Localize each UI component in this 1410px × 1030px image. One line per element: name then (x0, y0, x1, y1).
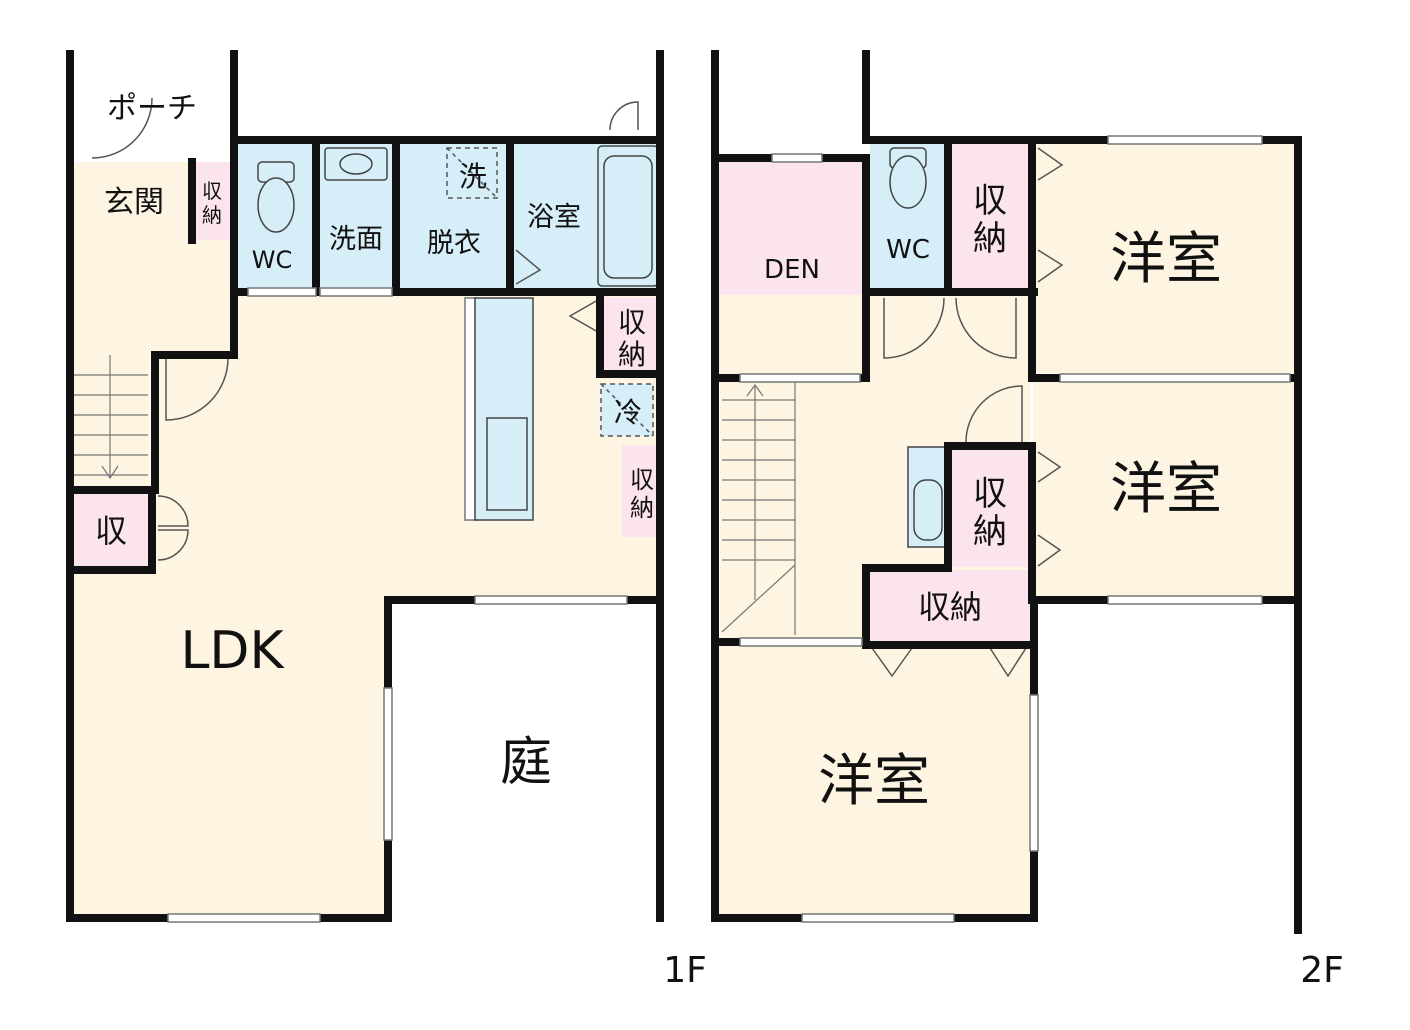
western-2-label: 洋室 (1110, 457, 1222, 522)
washroom-label: 洗面 (329, 224, 383, 255)
kitchen-storage-label-1: 収 (618, 306, 646, 339)
storage-2-label-2: 納 (973, 512, 1007, 552)
storage-1-floor (950, 143, 1030, 291)
storage-2-floor (950, 445, 1030, 567)
western-3-label: 洋室 (818, 749, 930, 814)
window-2f-w2-bottom (1107, 595, 1263, 605)
porch-label: ポーチ (107, 91, 197, 126)
window-2f-w3-bottom (801, 913, 955, 923)
window-2f-w3-side (1029, 694, 1039, 852)
sink-1f-icon (324, 147, 388, 181)
window-2f-den-bottom (739, 373, 861, 383)
wc-2f-label: WC (886, 235, 930, 265)
storage-1-label-1: 収 (973, 181, 1007, 221)
kitchen-storage-label-2: 納 (618, 338, 646, 371)
floor-1f-label: 1F (663, 950, 707, 991)
kitchen-counter-icon (464, 297, 534, 521)
stairs-1f-icon (74, 355, 148, 480)
washer-label: 洗 (459, 160, 487, 193)
fridge-icon (600, 383, 654, 437)
storage-1-label-2: 納 (973, 219, 1007, 259)
storage-3-floor (868, 570, 1030, 642)
windows (167, 135, 1291, 923)
labels-2f: DEN WC 収 納 洋室 収 納 洋室 収納 洋室 2F (764, 181, 1344, 991)
stairs-2f-icon (721, 380, 796, 635)
toilet-2f-icon (889, 147, 927, 209)
fixtures-2f (721, 147, 1064, 678)
window-2f-w1-bottom (1059, 373, 1291, 383)
bathtub-icon (597, 145, 659, 287)
den-label: DEN (764, 255, 820, 285)
window-1f-kitchen (474, 595, 628, 605)
doors-2f (871, 147, 1064, 678)
storage-3-label: 収納 (918, 588, 982, 626)
ldk-label: LDK (180, 621, 285, 681)
entrance-storage-floor (195, 162, 232, 240)
doors-1f (91, 97, 639, 561)
entrance-label: 玄関 (104, 185, 164, 220)
ldk-storage-right-label-1: 収 (630, 466, 654, 494)
window-2f-w1-top (1107, 135, 1263, 145)
ldk-storage-right-label-2: 納 (630, 494, 654, 522)
floor-2f (718, 140, 1298, 917)
storage-2-label-1: 収 (973, 474, 1007, 514)
western-3-floor (718, 645, 1034, 917)
ldk-floor-lower (70, 570, 388, 918)
fixtures-1f (74, 97, 659, 561)
small-storage-label: 収 (95, 512, 127, 550)
window-1f-garden (383, 687, 393, 841)
wc-1f-label: WC (252, 246, 293, 274)
entrance-storage-label-1: 収 (202, 179, 222, 203)
window-2f-stairs-bottom (739, 637, 863, 647)
toilet-1f-icon (257, 161, 295, 233)
window-2f-den (771, 153, 823, 163)
entrance-floor (70, 162, 195, 240)
dressing-label: 脱衣 (427, 228, 481, 259)
kitchen-storage-floor (600, 297, 658, 372)
ldk-storage-right-floor (622, 445, 658, 537)
small-storage-floor (70, 490, 152, 568)
window-1f-wc (247, 287, 317, 297)
western-2-floor (1033, 376, 1298, 598)
western-1-label: 洋室 (1110, 227, 1222, 292)
western-1-floor (1033, 140, 1298, 373)
window-1f-bottom (167, 913, 321, 923)
ldk-floor-mid (155, 490, 388, 580)
labels-1f: ポーチ 玄関 収 納 WC 洗面 洗 脱衣 浴室 収 納 冷 収 納 収 LDK… (95, 91, 707, 991)
bath-label: 浴室 (527, 202, 581, 233)
garden-label: 庭 (500, 733, 552, 793)
window-1f-wash (319, 287, 393, 297)
entrance-storage-label-2: 納 (202, 203, 222, 227)
fridge-label: 冷 (614, 396, 642, 429)
sink-2f-icon (907, 446, 947, 548)
floor-2f-label: 2F (1300, 950, 1344, 991)
